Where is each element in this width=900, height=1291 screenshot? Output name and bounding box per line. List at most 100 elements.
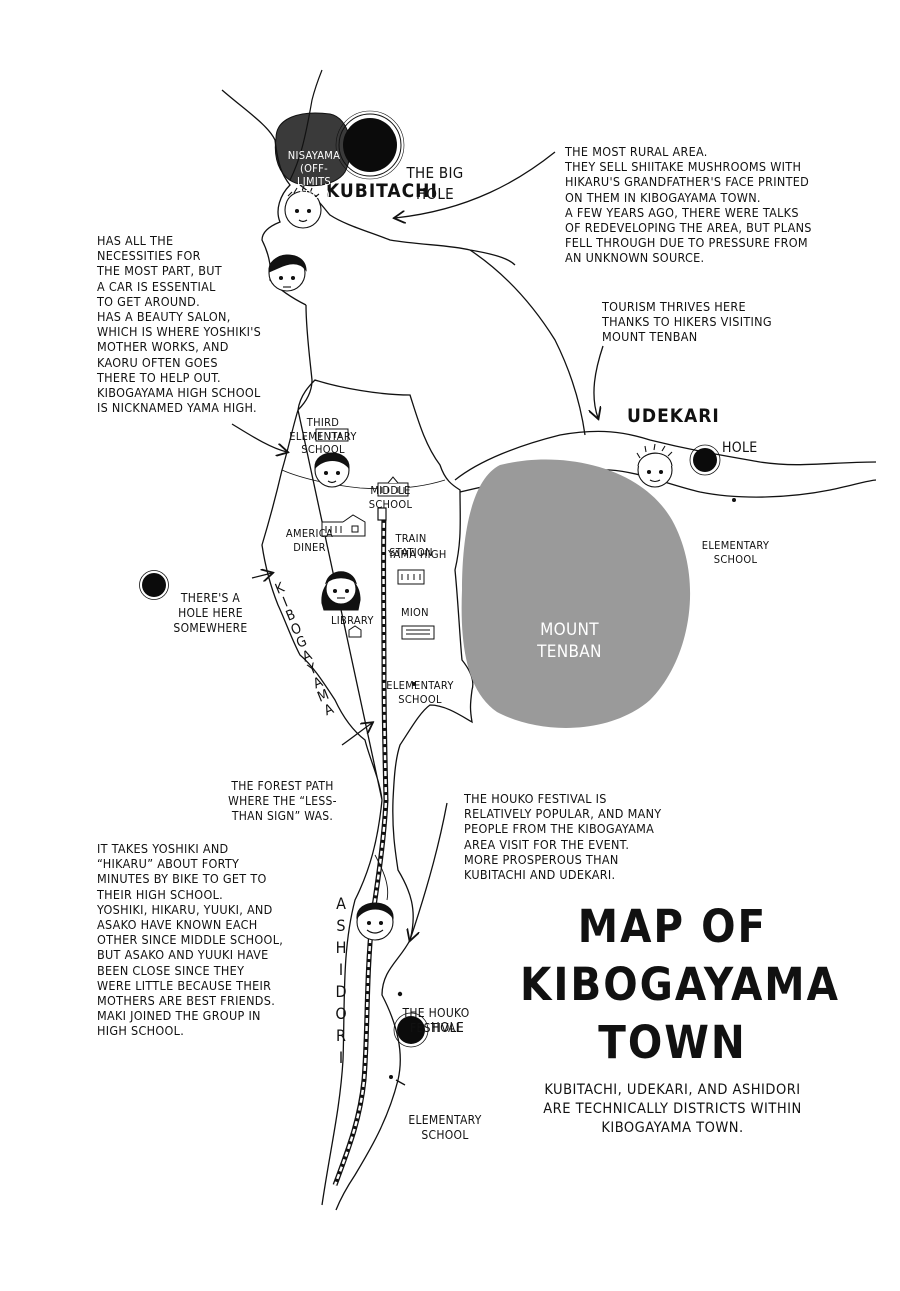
ashidori-ridge bbox=[374, 854, 389, 901]
note-line: THEY SELL SHIITAKE MUSHROOMS WITH bbox=[565, 159, 802, 175]
note-line: ASAKO HAVE KNOWN EACH bbox=[97, 917, 258, 933]
district-letter: I bbox=[338, 960, 344, 979]
note-line: BUT ASAKO AND YUUKI HAVE bbox=[97, 947, 269, 963]
note-line: MAKI JOINED THE GROUP IN bbox=[97, 1008, 261, 1024]
note-line: A CAR IS ESSENTIAL bbox=[97, 278, 216, 294]
note-line: KIBOGAYAMA HIGH SCHOOL bbox=[97, 385, 261, 401]
mion-building-icon bbox=[401, 625, 435, 640]
note-line: TO GET AROUND. bbox=[97, 293, 200, 309]
district-letter: R bbox=[336, 1026, 346, 1045]
note-line: BEEN CLOSE SINCE THEY bbox=[97, 962, 245, 978]
district-kubitachi: KUBITACHI bbox=[326, 180, 438, 202]
note-line: THANKS TO HIKERS VISITING bbox=[602, 314, 772, 330]
note-line: TOURISM THRIVES HERE bbox=[602, 299, 746, 314]
third-elementary-building-icon bbox=[315, 428, 349, 442]
big-hole-icon bbox=[335, 110, 405, 180]
note-line: AREA VISIT FOR THE EVENT. bbox=[464, 836, 630, 852]
note-line: ON THEM IN KIBOGAYAMA TOWN. bbox=[565, 189, 761, 205]
school-commute-note: IT TAKES YOSHIKI AND“HIKARU” ABOUT FORTY… bbox=[97, 841, 283, 1039]
yama-high-label: YAMA HIGH bbox=[388, 548, 447, 561]
ashidori-outline bbox=[321, 799, 414, 1211]
district-letter: A bbox=[336, 894, 346, 913]
udekari-hole-icon bbox=[689, 444, 721, 476]
note-line: AN UNKNOWN SOURCE. bbox=[565, 250, 705, 266]
middle-school-building-icon bbox=[377, 476, 409, 497]
arrow-icon bbox=[395, 1079, 406, 1086]
district-letter: D bbox=[335, 982, 347, 1001]
udekari-hole-label: HOLE bbox=[722, 440, 758, 456]
road-kubitachi-north bbox=[289, 69, 323, 181]
udekari-character-face-icon bbox=[636, 443, 673, 488]
note-line: IT TAKES YOSHIKI AND bbox=[97, 841, 229, 856]
note-line: NECESSITIES FOR bbox=[97, 248, 201, 264]
note-line: THE HOUKO FESTIVAL IS bbox=[464, 791, 607, 806]
ashidori-hole-label: HOLE bbox=[431, 1021, 465, 1036]
arrows bbox=[231, 151, 604, 1086]
note-line: YOSHIKI, HIKARU, YUUKI, AND bbox=[97, 901, 273, 917]
note-line: MORE PROSPEROUS THAN bbox=[464, 851, 619, 867]
district-udekari: UDEKARI bbox=[627, 405, 720, 427]
mion-label: MION bbox=[401, 606, 429, 619]
note-line: “HIKARU” ABOUT FORTY bbox=[97, 856, 240, 872]
note-line: WERE LITTLE BECAUSE THEIR bbox=[97, 977, 272, 993]
arrow-icon bbox=[395, 151, 556, 218]
note-line: HAS ALL THE bbox=[97, 233, 174, 248]
arrow-icon bbox=[341, 723, 372, 746]
note-line: THE MOST PART, BUT bbox=[97, 263, 222, 279]
district-letter: I bbox=[338, 1048, 344, 1067]
note-line: PEOPLE FROM THE KIBOGAYAMA bbox=[464, 821, 655, 837]
note-line: THERE TO HELP OUT. bbox=[97, 369, 221, 385]
note-line: HAS A BEAUTY SALON, bbox=[97, 309, 231, 325]
note-line: KUBITACHI AND UDEKARI. bbox=[464, 867, 616, 883]
mount-tenban bbox=[461, 459, 691, 728]
yoshiki-character-face-icon bbox=[268, 254, 307, 292]
note-line: OTHER SINCE MIDDLE SCHOOL, bbox=[97, 932, 284, 948]
library-building-icon bbox=[348, 625, 362, 638]
america-diner-building-icon bbox=[321, 514, 366, 537]
kibogayama-inner-road bbox=[281, 469, 446, 490]
note-line: OF REDEVELOPING THE AREA, BUT PLANS bbox=[565, 220, 812, 236]
kubitachi-character-face-icon bbox=[284, 185, 322, 229]
note-line: RELATIVELY POPULAR, AND MANY bbox=[464, 806, 662, 822]
kibogayama-girl-character-face-icon bbox=[314, 452, 350, 488]
note-line: HIKARU'S GRANDFATHER'S FACE PRINTED bbox=[565, 174, 810, 190]
note-line: MOUNT TENBAN bbox=[602, 329, 698, 345]
kibogayama-longhair-character-face-icon bbox=[321, 571, 361, 611]
district-letter: O bbox=[335, 1004, 347, 1023]
library-label: LIBRARY bbox=[331, 614, 374, 627]
arrow-icon bbox=[231, 423, 287, 452]
district-letter: S bbox=[336, 916, 346, 935]
ashidori-character-face-icon bbox=[356, 902, 394, 941]
hole-somewhere-icon bbox=[139, 570, 169, 600]
arrow-icon bbox=[410, 802, 448, 940]
arrow-icon bbox=[594, 345, 604, 418]
note-line: FELL THROUGH DUE TO PRESSURE FROM bbox=[565, 235, 808, 251]
note-line: A FEW YEARS AGO, THERE WERE TALKS bbox=[565, 204, 799, 220]
arrow-icon bbox=[251, 573, 272, 578]
note-line: MOTHER WORKS, AND bbox=[97, 339, 229, 355]
note-line: KAORU OFTEN GOES bbox=[97, 354, 218, 370]
note-line: THEIR HIGH SCHOOL. bbox=[97, 886, 224, 902]
district-letter: H bbox=[335, 938, 347, 957]
note-line: HIGH SCHOOL. bbox=[97, 1023, 185, 1039]
note-line: MOTHERS ARE BEST FRIENDS. bbox=[97, 993, 276, 1009]
note-line: THE MOST RURAL AREA. bbox=[565, 144, 708, 159]
